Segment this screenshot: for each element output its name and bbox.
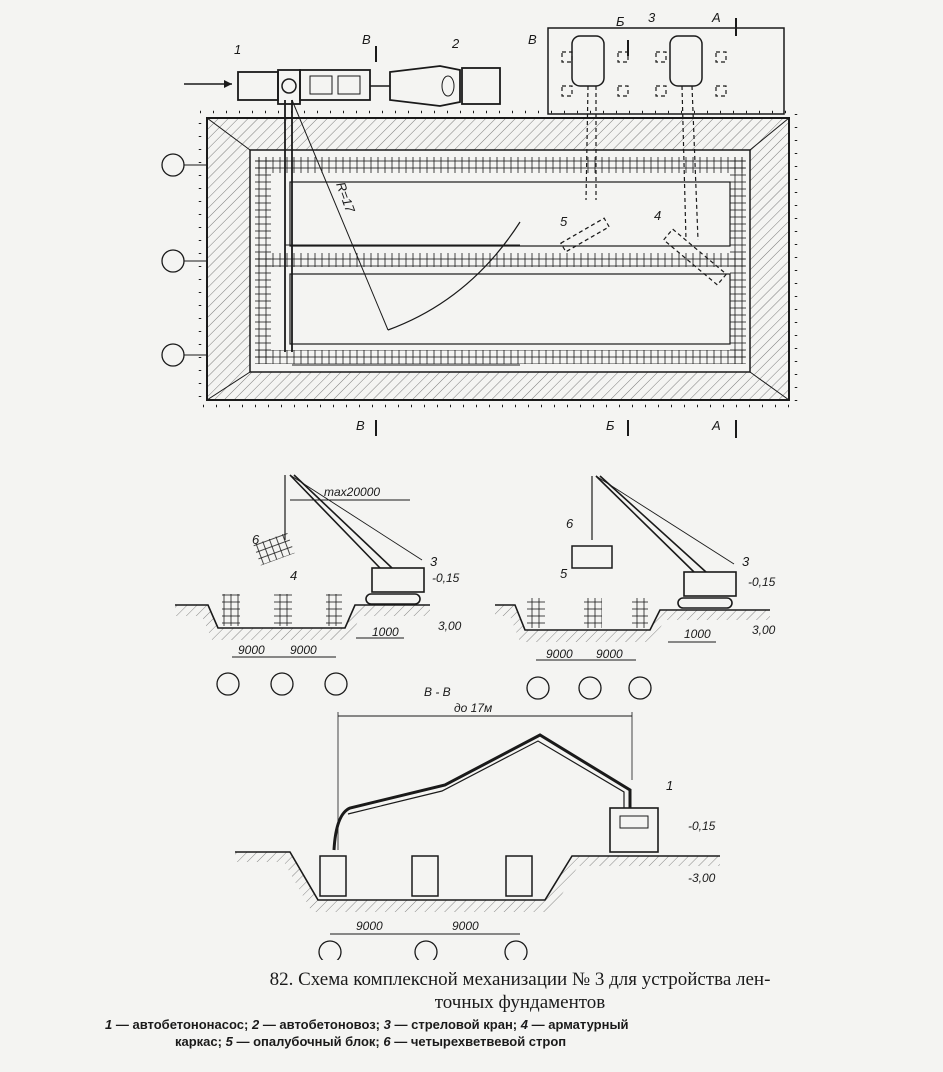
left-reach: max20000	[324, 485, 380, 499]
figure-legend: 1 — автобетононасос; 2 — автобетоновоз; …	[105, 1016, 885, 1050]
left-offset: 1000	[372, 625, 399, 639]
left-span-1: 9000	[238, 643, 265, 657]
right-block-number: 5	[560, 566, 568, 581]
right-offset: 1000	[684, 627, 711, 641]
legend-row-1: 1 — автобетононасос; 2 — автобетоновоз; …	[105, 1016, 885, 1033]
caption-line-2: точных фундаментов	[434, 992, 606, 1013]
section-mark-a-bottom: А	[711, 418, 721, 433]
section-mark-b-bottom: Б	[606, 418, 615, 433]
section-mark-v-bottom: В	[356, 418, 365, 433]
pit-bottom-edge	[249, 149, 751, 373]
vv-reach: до 17м	[454, 701, 492, 715]
legend-num: 1	[105, 1017, 113, 1032]
left-strap-number: 6	[252, 532, 260, 547]
axis-circle	[161, 343, 185, 367]
legend-num: 6	[383, 1034, 391, 1049]
section-left: max20000 3 6 4 -0,15 3,00 1000 9000 9000	[175, 474, 462, 696]
legend-text: — опалубочный блок;	[236, 1034, 380, 1049]
section-v-v: В - В до 17м 1 -0,15 -3,00 9000 9000	[235, 685, 720, 960]
section-marks	[375, 18, 737, 438]
left-cage-number: 4	[290, 568, 297, 583]
right-span-1: 9000	[546, 647, 573, 661]
vehicle-b	[571, 35, 605, 87]
legend-text: — арматурный	[531, 1017, 629, 1032]
foundation-strip-top	[255, 157, 745, 173]
vv-span-2: 9000	[452, 919, 479, 933]
plan-label-2: 2	[451, 36, 460, 51]
section-mark-v-top: В	[362, 32, 371, 47]
left-crane-number: 3	[430, 554, 438, 569]
axis-circle	[161, 249, 185, 273]
foundation-strip-middle	[255, 253, 745, 267]
concrete-pump-plan	[184, 69, 371, 105]
inner-cell-top	[289, 181, 731, 247]
plan-label-3: 3	[648, 10, 656, 25]
legend-text: — автобетоновоз;	[262, 1017, 381, 1032]
legend-text: — автобетононасос;	[115, 1017, 249, 1032]
pump-truck	[609, 807, 659, 853]
concrete-boom	[332, 733, 632, 851]
plan-label-4: 4	[654, 208, 661, 223]
crane-3-plan	[669, 35, 703, 87]
radius-arc	[387, 221, 521, 331]
foundation-strip-bottom	[255, 350, 745, 364]
legend-num: 4	[520, 1017, 528, 1032]
legend-num: 5	[225, 1034, 233, 1049]
section-mark-a-top: А	[711, 10, 721, 25]
vv-level-top: -0,15	[688, 819, 716, 833]
vv-pump-number: 1	[666, 778, 673, 793]
vv-span-1: 9000	[356, 919, 383, 933]
inner-cell-bottom	[289, 273, 731, 345]
plan-view: 1 2 3 4 5 В R=17 А Б В А Б В	[161, 10, 798, 438]
right-span-2: 9000	[596, 647, 623, 661]
caption-line-1: 82. Схема комплексной механизации № 3 дл…	[269, 969, 771, 990]
technical-drawing: 1 2 3 4 5 В R=17 А Б В А Б В max20000	[161, 10, 798, 960]
left-level-top: -0,15	[432, 571, 460, 585]
right-crane-number: 3	[742, 554, 750, 569]
foundation-strip-left	[255, 157, 271, 364]
left-span-2: 9000	[290, 643, 317, 657]
crane-pad	[547, 27, 785, 115]
mixer-truck-plan	[370, 65, 501, 107]
right-level-top: -0,15	[748, 575, 776, 589]
radius-line	[291, 99, 389, 331]
foundation-strip-right	[730, 157, 746, 364]
plan-label-vehicle: В	[528, 32, 537, 47]
left-level-bottom: 3,00	[438, 619, 462, 633]
plan-label-5: 5	[560, 214, 568, 229]
axis-circle	[161, 153, 185, 177]
legend-num: 2	[251, 1017, 260, 1032]
legend-text: — стреловой кран;	[394, 1017, 518, 1032]
legend-row-2: каркас; 5 — опалубочный блок; 6 — четыре…	[105, 1033, 885, 1050]
concrete-pipeline-plan	[284, 100, 520, 366]
section-right: 3 6 5 -0,15 3,00 1000 9000 9000	[495, 475, 776, 700]
vv-title: В - В	[424, 685, 451, 699]
figure-caption: 82. Схема комплексной механизации № 3 дл…	[150, 968, 890, 1014]
vv-level-bottom: -3,00	[688, 871, 716, 885]
right-level-bottom: 3,00	[752, 623, 776, 637]
right-strap-number: 6	[566, 516, 574, 531]
plan-label-1: 1	[234, 42, 241, 57]
legend-text: каркас;	[175, 1034, 222, 1049]
section-mark-b-top: Б	[616, 14, 625, 29]
legend-num: 3	[383, 1017, 391, 1032]
legend-text: — четырехветвевой строп	[394, 1034, 567, 1049]
